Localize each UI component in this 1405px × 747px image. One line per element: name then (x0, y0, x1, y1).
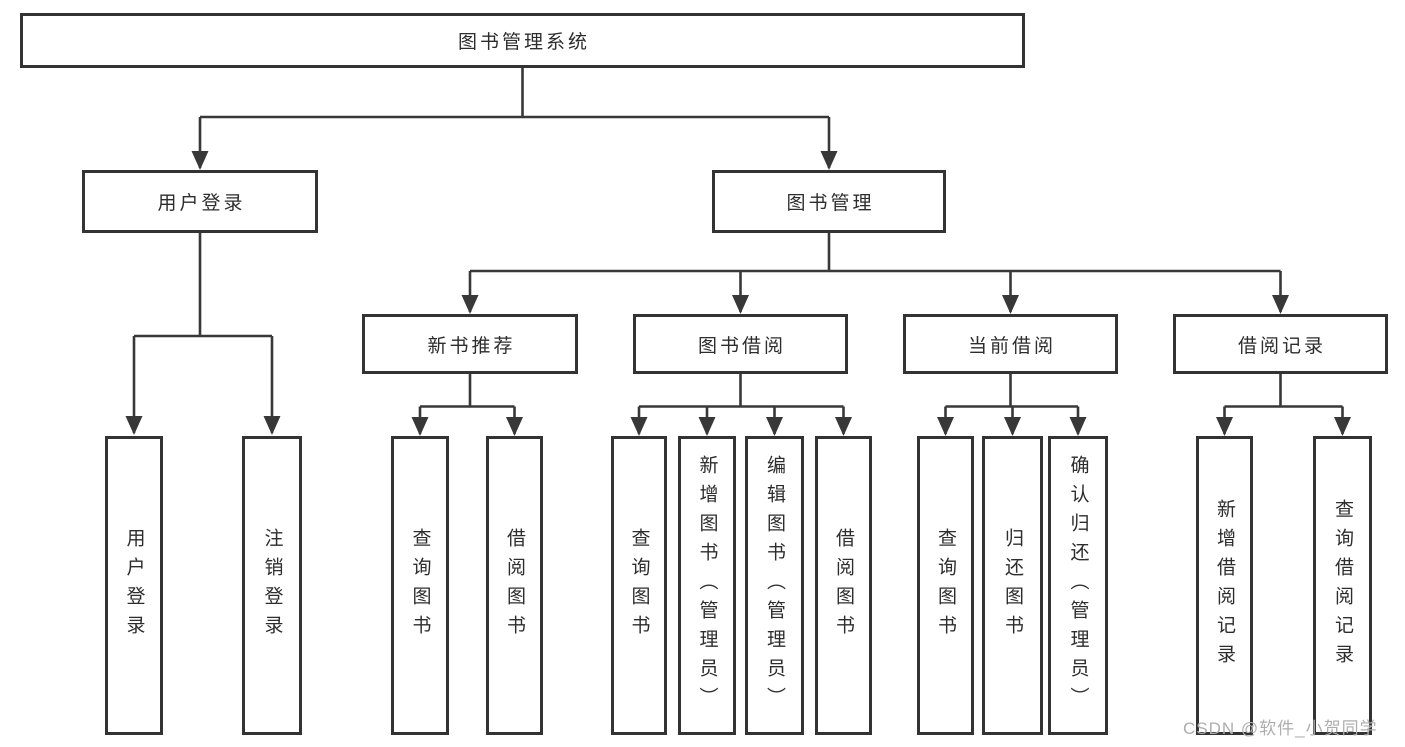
node-library-system: 图书管理系统 (20, 13, 1025, 68)
leaf-logout-login-label: 注销登录 (261, 527, 283, 644)
leaf-query-borrow-record: 查询借阅记录 (1313, 436, 1372, 735)
leaf-current-query-books-label: 查询图书 (935, 527, 956, 644)
leaf-edit-book-admin: 编辑图书（管理员） (745, 436, 804, 735)
node-user-login: 用户登录 (82, 170, 318, 233)
leaf-add-borrow-record-label: 新增借阅记录 (1214, 498, 1235, 673)
leaf-logout-login: 注销登录 (242, 436, 302, 735)
leaf-edit-book-admin-label: 编辑图书（管理员） (764, 455, 785, 716)
node-new-book-recommend: 新书推荐 (362, 314, 578, 374)
node-book-borrow: 图书借阅 (633, 314, 848, 374)
leaf-confirm-return-admin-label: 确认归还（管理员） (1067, 455, 1089, 716)
node-current-borrow-label: 当前借阅 (967, 335, 1056, 357)
node-book-management: 图书管理 (712, 170, 946, 233)
leaf-borrow-query-books-label: 查询图书 (628, 527, 650, 644)
leaf-borrow-borrow-books-label: 借阅图书 (833, 527, 854, 644)
node-new-book-recommend-label: 新书推荐 (427, 335, 516, 357)
leaf-return-books: 归还图书 (982, 436, 1043, 735)
node-library-system-label: 图书管理系统 (457, 32, 590, 53)
leaf-recommend-borrow-books: 借阅图书 (486, 436, 543, 735)
leaf-recommend-query-books-label: 查询图书 (409, 527, 431, 644)
leaf-user-login: 用户登录 (105, 436, 163, 735)
leaf-current-query-books: 查询图书 (917, 436, 974, 735)
leaf-borrow-query-books: 查询图书 (611, 436, 667, 735)
leaf-query-borrow-record-label: 查询借阅记录 (1332, 498, 1353, 673)
leaf-user-login-label: 用户登录 (123, 527, 145, 644)
node-current-borrow: 当前借阅 (903, 314, 1118, 374)
leaf-add-book-admin-label: 新增图书（管理员） (696, 455, 718, 716)
node-borrow-records-label: 借阅记录 (1237, 335, 1326, 357)
node-borrow-records: 借阅记录 (1173, 314, 1388, 374)
leaf-recommend-borrow-books-label: 借阅图书 (504, 527, 525, 644)
node-user-login-label: 用户登录 (157, 193, 246, 214)
node-book-management-label: 图书管理 (786, 193, 875, 214)
watermark: CSDN @软件_小贺同学 (1183, 719, 1378, 738)
leaf-add-borrow-record: 新增借阅记录 (1196, 436, 1253, 735)
leaf-recommend-query-books: 查询图书 (391, 436, 449, 735)
leaf-borrow-borrow-books: 借阅图书 (815, 436, 872, 735)
leaf-confirm-return-admin: 确认归还（管理员） (1048, 436, 1108, 735)
node-book-borrow-label: 图书借阅 (697, 335, 786, 357)
leaf-return-books-label: 归还图书 (1002, 527, 1023, 644)
leaf-add-book-admin: 新增图书（管理员） (678, 436, 736, 735)
